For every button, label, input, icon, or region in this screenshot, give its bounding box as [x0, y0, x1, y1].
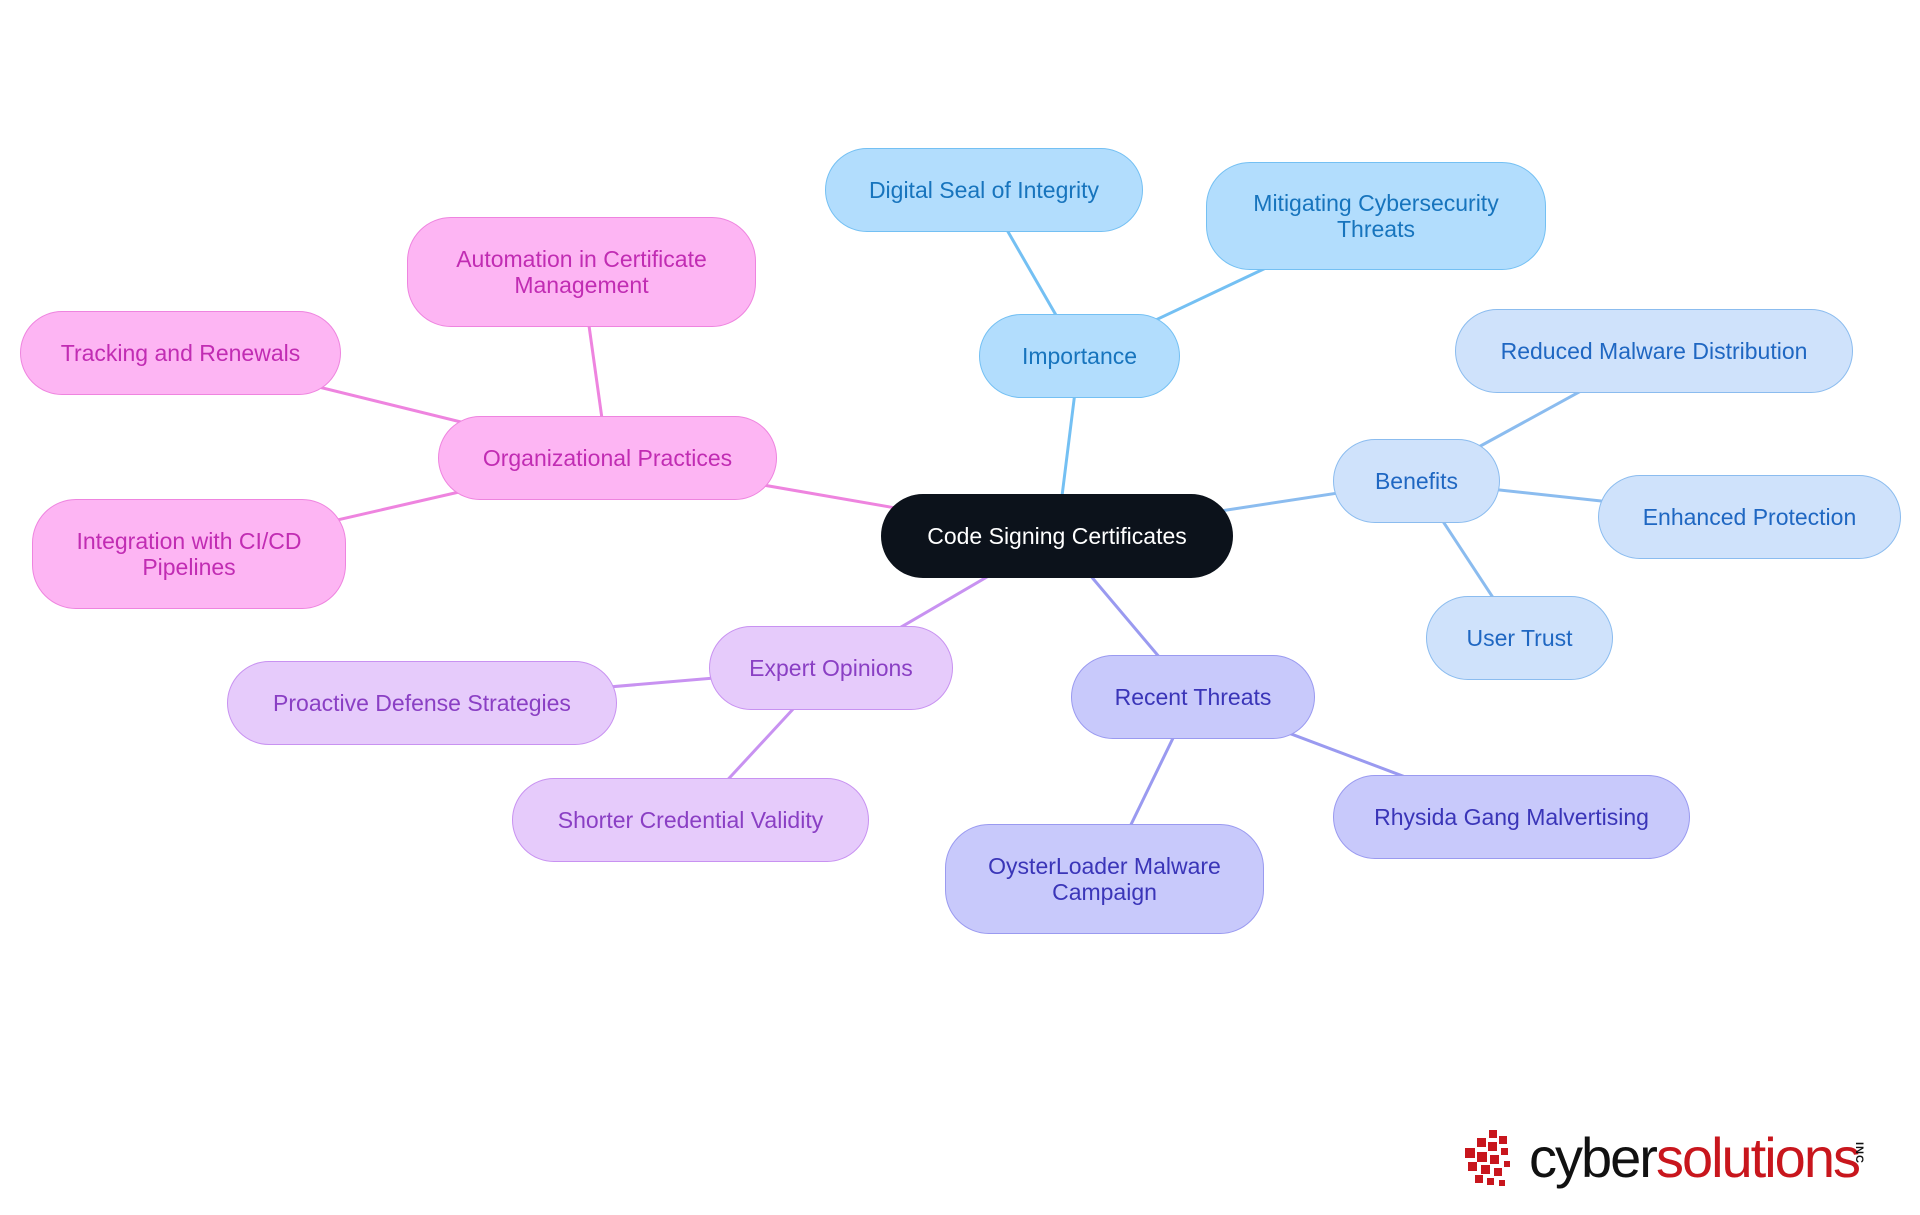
node-proactive-defense: Proactive Defense Strategies	[227, 661, 617, 745]
logo-inc: INC	[1853, 1142, 1865, 1164]
node-oysterloader: OysterLoader Malware Campaign	[945, 824, 1264, 934]
node-enhanced-protection: Enhanced Protection	[1598, 475, 1901, 559]
node-recent-threats: Recent Threats	[1071, 655, 1315, 739]
node-cicd: Integration with CI/CD Pipelines	[32, 499, 346, 609]
node-user-trust: User Trust	[1426, 596, 1613, 680]
logo-wordmark: cybersolutions	[1529, 1118, 1861, 1198]
node-benefits: Benefits	[1333, 439, 1500, 523]
logo-word-solutions: solutions	[1655, 1126, 1861, 1189]
node-mitigating: Mitigating Cybersecurity Threats	[1206, 162, 1546, 270]
node-digital-seal: Digital Seal of Integrity	[825, 148, 1143, 232]
node-automation: Automation in Certificate Management	[407, 217, 756, 327]
node-importance: Importance	[979, 314, 1180, 398]
node-expert-opinions: Expert Opinions	[709, 626, 953, 710]
node-reduced-malware: Reduced Malware Distribution	[1455, 309, 1853, 393]
node-shorter-validity: Shorter Credential Validity	[512, 778, 869, 862]
logo-mark-icon	[1465, 1130, 1510, 1186]
node-root: Code Signing Certificates	[881, 494, 1233, 578]
node-tracking: Tracking and Renewals	[20, 311, 341, 395]
logo-word-cyber: cyber	[1529, 1126, 1658, 1189]
cybersolutions-logo: cybersolutions INC	[1463, 1118, 1883, 1198]
node-rhysida: Rhysida Gang Malvertising	[1333, 775, 1690, 859]
node-org-practices: Organizational Practices	[438, 416, 777, 500]
